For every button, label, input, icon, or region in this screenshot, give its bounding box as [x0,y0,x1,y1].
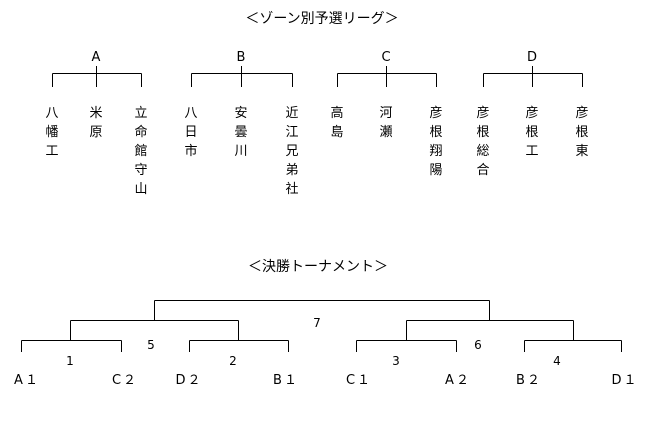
match-number-2: 2 [229,354,237,368]
team-name: 河 瀬 [379,106,393,140]
team-name: 八 日 市 [184,106,198,159]
team-name: 八 幡 工 [45,106,59,159]
team-name: 彦 根 翔 陽 [429,106,443,178]
team-name: 彦 根 総 合 [476,106,490,178]
team-name: 近 江 兄 弟 社 [285,106,299,197]
match-number-5: 5 [147,338,155,352]
zone-label-c: C [381,50,391,65]
zone-a-lines [52,66,142,87]
zone-label-d: D [526,50,538,65]
match-4-lines [524,340,622,352]
zone-label-b: B [236,50,246,65]
match-number-1: 1 [66,354,74,368]
seed-label: D２ [175,373,203,388]
match-number-3: 3 [392,354,400,368]
match-6-lines [406,320,574,341]
team-name: 米 原 [89,106,103,140]
seed-label: B２ [516,373,542,388]
match-number-7: 7 [313,316,321,330]
match-number-6: 6 [474,338,482,352]
match-7-lines [154,300,490,321]
team-name: 安 曇 川 [234,106,248,159]
zone-c-lines [337,66,437,87]
zone-league-title: ＜ゾーン別予選リーグ＞ [245,11,399,27]
seed-label: C１ [345,373,373,388]
match-2-lines [189,340,289,352]
seed-label: A２ [445,373,471,388]
seed-label: A１ [14,373,40,388]
match-3-lines [356,340,457,352]
zone-d-lines [483,66,583,87]
tournament-title: ＜決勝トーナメント＞ [248,259,388,275]
team-name: 立 命 館 守 山 [134,106,148,197]
team-name: 彦 根 工 [525,106,539,159]
match-1-lines [21,340,122,352]
seed-label: D１ [611,373,639,388]
team-name: 高 島 [330,106,344,140]
zone-label-a: A [91,50,101,65]
zone-b-lines [191,66,293,87]
seed-label: C２ [111,373,139,388]
seed-label: B１ [273,373,299,388]
match-number-4: 4 [553,354,561,368]
team-name: 彦 根 東 [575,106,589,159]
